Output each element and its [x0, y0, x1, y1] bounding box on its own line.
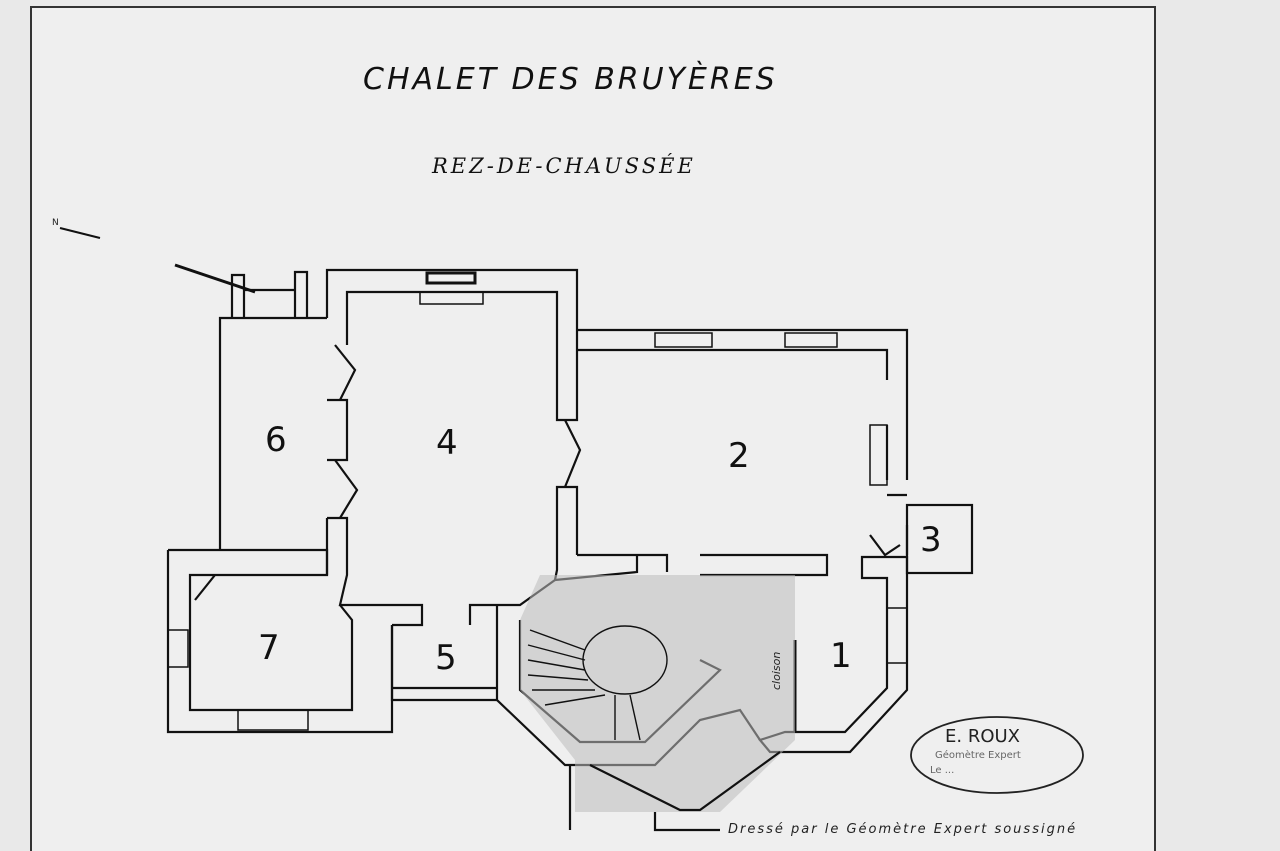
room-label-3: 3 [920, 520, 942, 560]
room-label-6: 6 [265, 420, 287, 460]
footer-note: Dressé par le Géomètre Expert soussigné [728, 822, 1078, 837]
fireplace [419, 291, 484, 305]
stamp-name: E. ROUX [945, 726, 1020, 747]
north-arrow-icon [59, 227, 256, 294]
room-label-2: 2 [728, 436, 750, 476]
north-label: N [52, 218, 59, 228]
spiral-stair [527, 625, 668, 741]
room-7-walls [166, 548, 394, 734]
surveyor-stamp [910, 716, 1084, 794]
page-title: CHALET DES BRUYÈRES [363, 62, 778, 97]
window [167, 629, 189, 668]
staircase-shading [520, 575, 795, 812]
doors-4-6 [334, 344, 582, 519]
window [425, 271, 477, 285]
window [869, 424, 888, 486]
window [654, 332, 713, 348]
room-6-walls [218, 270, 327, 550]
partition-label: cloison [770, 651, 783, 690]
page-subtitle: REZ-DE-CHAUSSÉE [432, 154, 696, 178]
window [784, 332, 838, 348]
exterior-steps [568, 751, 781, 832]
room-label-7: 7 [258, 628, 280, 668]
window [886, 607, 908, 664]
stamp-title: Géomètre Expert [935, 750, 1021, 761]
window [237, 709, 309, 731]
door [869, 534, 901, 557]
room-label-4: 4 [436, 423, 458, 463]
room-label-1: 1 [830, 636, 852, 676]
room-3-walls [905, 503, 974, 575]
stamp-place: Le ... [930, 765, 955, 776]
room-label-5: 5 [435, 638, 457, 678]
